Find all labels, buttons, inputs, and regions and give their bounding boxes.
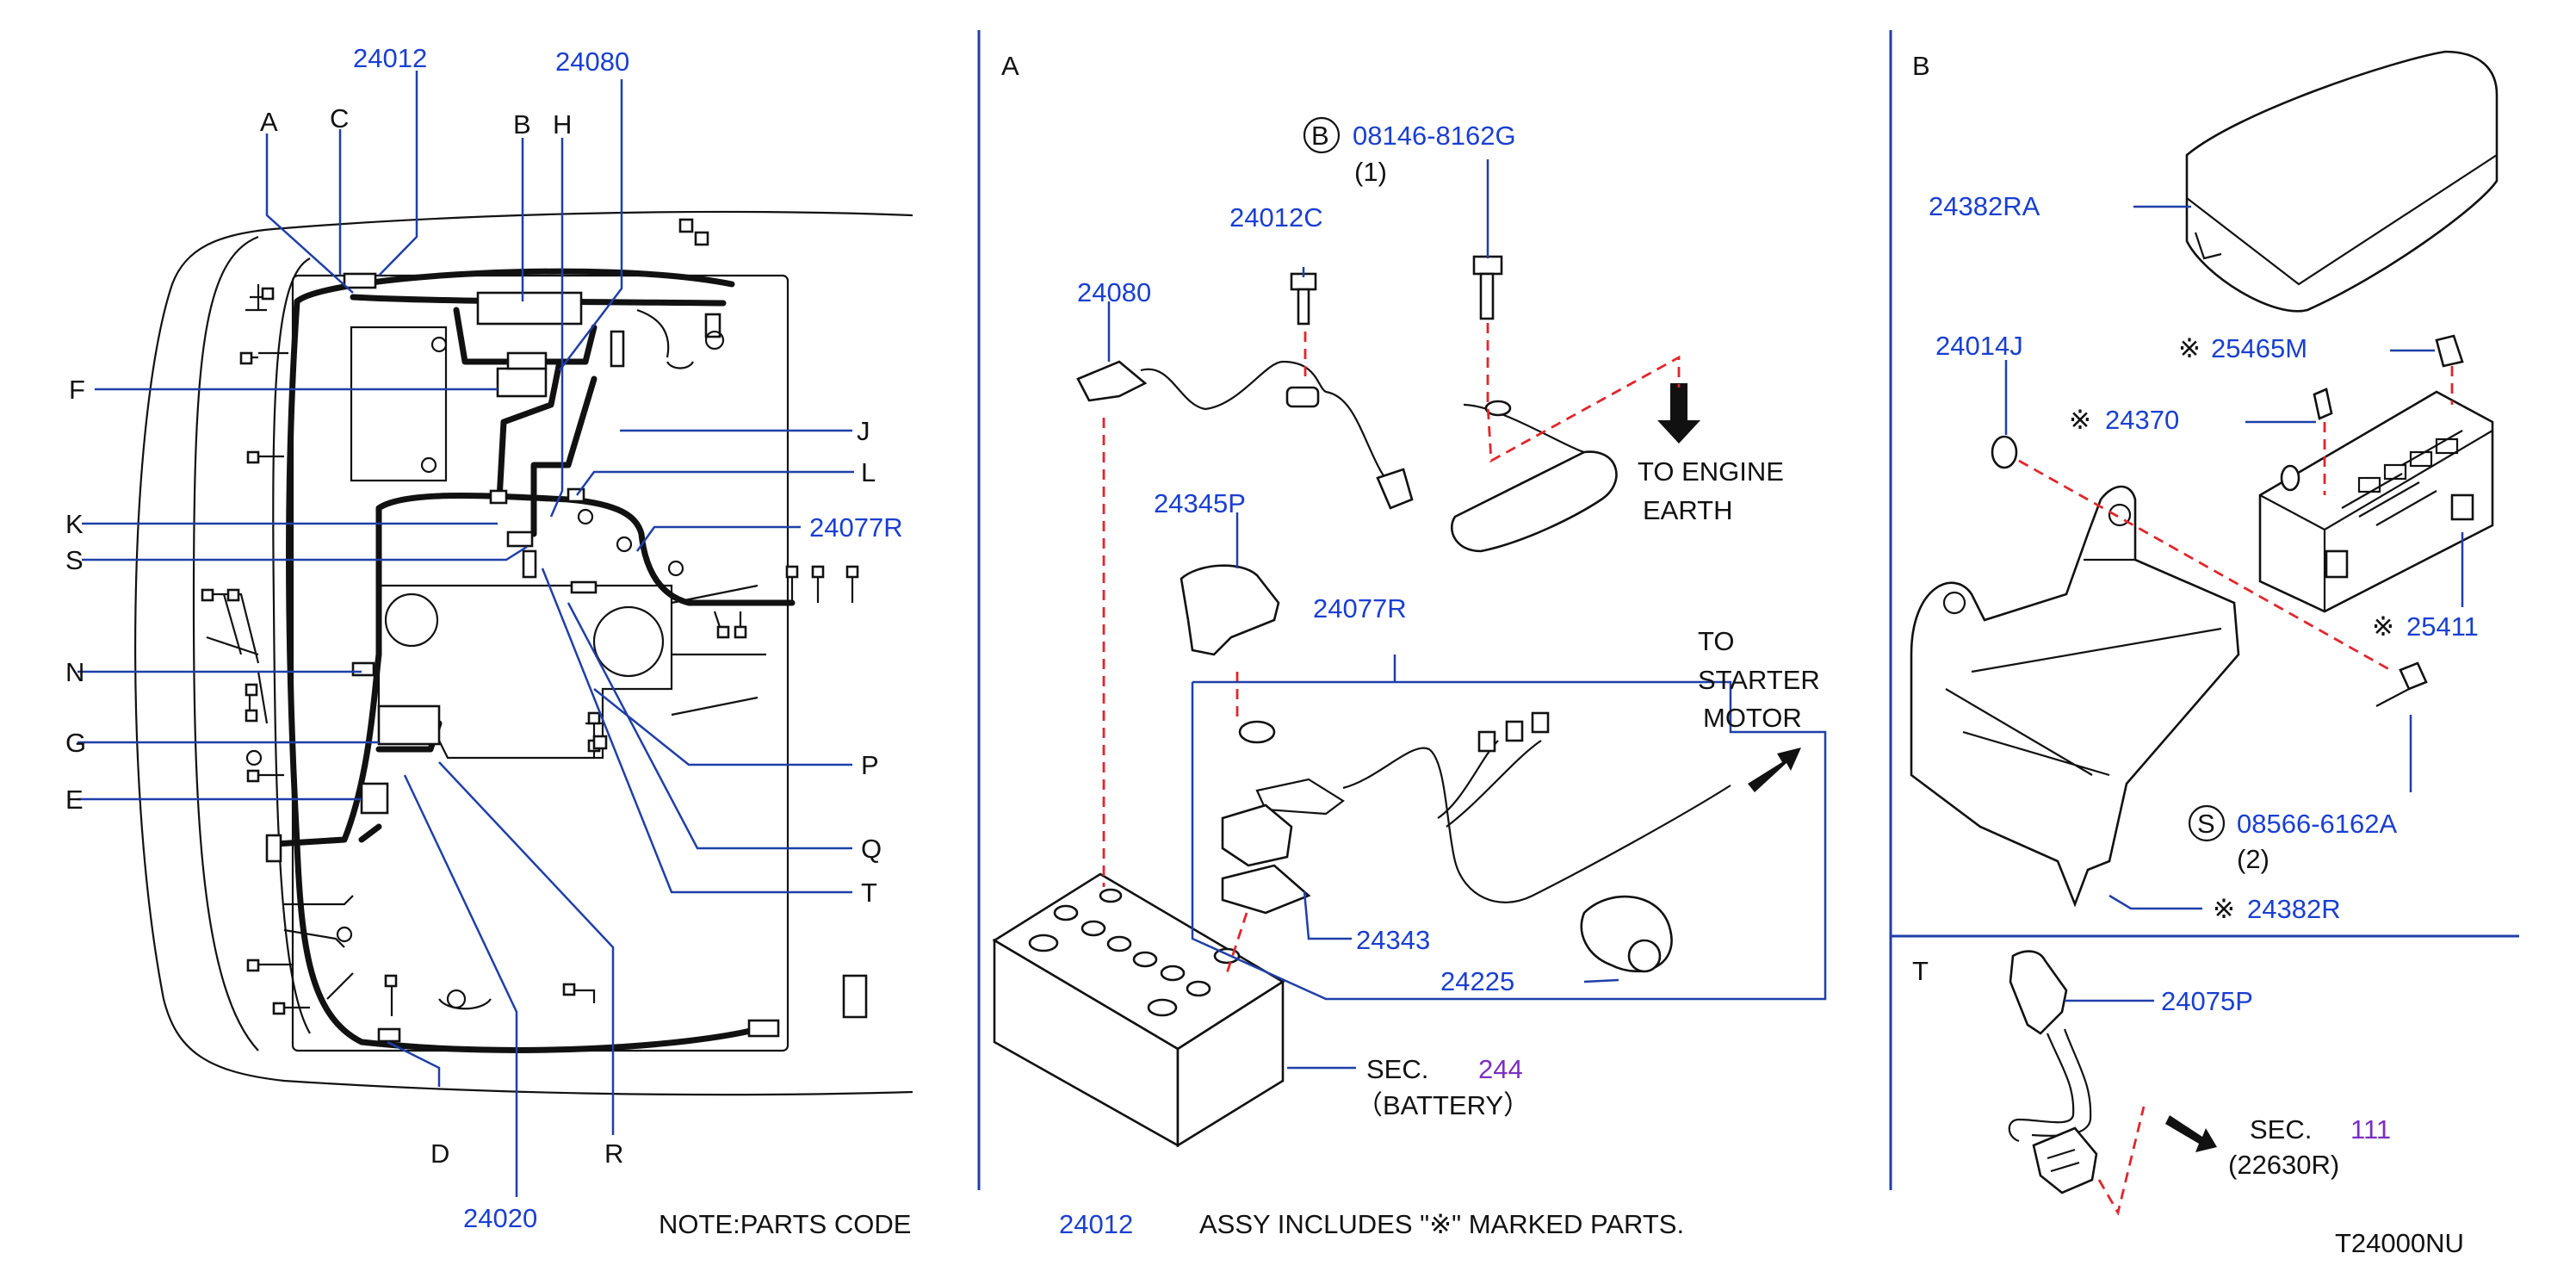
panel-t-title: T	[1912, 956, 1929, 986]
diagram-id: T24000NU	[2335, 1228, 2464, 1258]
panel-a-drawing	[992, 116, 1827, 1148]
label-24014j: 24014J	[1935, 331, 2023, 361]
label-24382r: 24382R	[2247, 894, 2341, 924]
label-24012c: 24012C	[1229, 202, 1323, 233]
left-callout-lines	[77, 71, 854, 1197]
sec-111-part: (22630R)	[2228, 1150, 2339, 1180]
starter-line1: TO	[1698, 626, 1735, 656]
label-24370: 24370	[2105, 405, 2179, 435]
label-24077r-a: 24077R	[1313, 593, 1407, 623]
engine-earth-line1: TO ENGINE	[1638, 456, 1784, 487]
panel-t-drawing	[2008, 950, 2217, 1216]
letter-j: J	[857, 416, 870, 446]
letter-n: N	[65, 657, 84, 687]
note-code: 24012	[1059, 1209, 1133, 1239]
letter-d: D	[430, 1138, 449, 1169]
letter-p: P	[861, 750, 879, 780]
label-24225: 24225	[1440, 966, 1514, 996]
panel-b-title: B	[1912, 51, 1930, 81]
screw-mark-s: S	[2197, 809, 2215, 839]
sec-111-prefix: SEC.	[2250, 1114, 2312, 1145]
bolt-mark-b: B	[1311, 121, 1329, 151]
engine-room-harness-drawing	[134, 210, 913, 1096]
label-24012: 24012	[353, 43, 427, 73]
letter-a: A	[260, 107, 278, 137]
bolt-qty: (1)	[1354, 157, 1387, 187]
note-suffix: ASSY INCLUDES "※" MARKED PARTS.	[1199, 1209, 1684, 1239]
letter-t: T	[861, 878, 877, 908]
starter-line3: MOTOR	[1703, 703, 1802, 733]
label-24020: 24020	[463, 1203, 537, 1233]
mark-24382r: ※	[2213, 894, 2235, 924]
label-24382ra: 24382RA	[1929, 191, 2040, 221]
letter-k: K	[65, 509, 84, 539]
label-24345p: 24345P	[1154, 488, 1246, 518]
label-08566-6162a: 08566-6162A	[2237, 809, 2397, 839]
label-25411: 25411	[2406, 611, 2479, 642]
label-24080-a: 24080	[1077, 277, 1151, 307]
label-25465m: 25465M	[2211, 333, 2307, 363]
letter-l: L	[861, 457, 876, 487]
label-24075p: 24075P	[2161, 986, 2253, 1016]
panel-b-drawing	[1910, 50, 2499, 910]
letter-e: E	[65, 785, 84, 815]
letter-s: S	[65, 545, 84, 575]
label-24080: 24080	[555, 47, 629, 77]
mark-25465m: ※	[2178, 333, 2201, 363]
label-24343: 24343	[1356, 925, 1430, 955]
letter-f: F	[69, 375, 85, 405]
mark-25411: ※	[2372, 611, 2394, 642]
letter-r: R	[604, 1138, 623, 1169]
battery-label: （BATTERY）	[1356, 1090, 1530, 1120]
sec-244-prefix: SEC.	[1366, 1054, 1428, 1084]
letter-b: B	[513, 109, 531, 140]
engine-earth-line2: EARTH	[1643, 495, 1733, 525]
screw-qty: (2)	[2237, 844, 2269, 874]
mark-24370: ※	[2069, 405, 2091, 435]
label-08146-8162g: 08146-8162G	[1353, 121, 1516, 151]
letter-c: C	[330, 103, 349, 133]
sec-111-number: 111	[2350, 1114, 2391, 1145]
sec-244-number: 244	[1478, 1054, 1523, 1084]
note-prefix: NOTE:PARTS CODE	[659, 1209, 911, 1239]
letter-g: G	[65, 728, 86, 758]
panel-a-title: A	[1001, 51, 1019, 81]
label-24077r-left: 24077R	[809, 512, 903, 543]
letter-h: H	[553, 109, 572, 140]
starter-line2: STARTER	[1698, 665, 1820, 695]
letter-q: Q	[861, 834, 882, 864]
